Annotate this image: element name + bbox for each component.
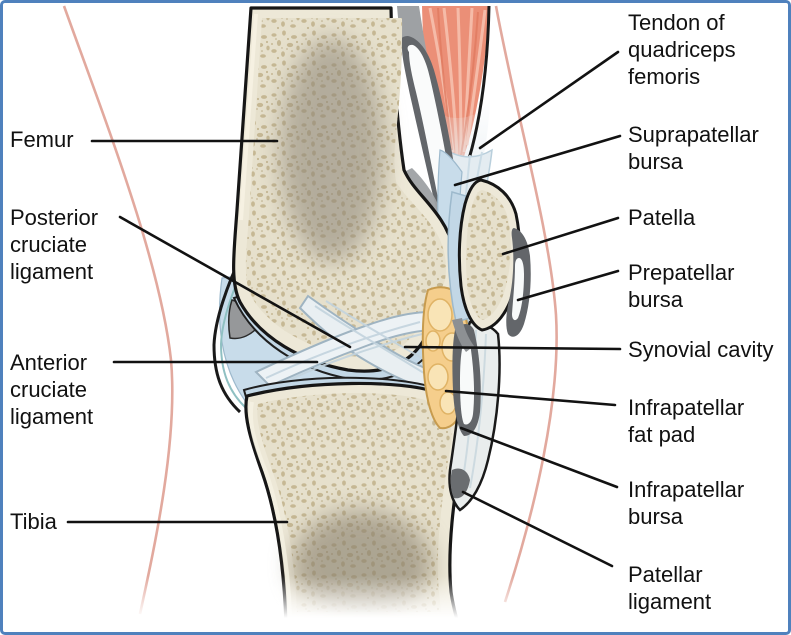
prepatellar-bursa-shape bbox=[506, 228, 531, 337]
leader-suprapatellar-bursa bbox=[453, 134, 622, 187]
leader-patella bbox=[501, 216, 620, 256]
leader-tendon-of-quadriceps-femoris bbox=[478, 50, 620, 150]
leader-posterior-cruciate-ligament bbox=[118, 215, 352, 349]
label-suprapatellar-bursa: Suprapatellar bursa bbox=[628, 122, 759, 174]
infrapatellar-bursa-shape bbox=[450, 324, 481, 499]
femur-marrow-shadow bbox=[280, 38, 384, 262]
skin-outline-right bbox=[494, 5, 558, 603]
label-anterior-cruciate-ligament: Anterior cruciate ligament bbox=[10, 350, 94, 429]
label-patellar-ligament: Patellar ligament bbox=[628, 562, 712, 614]
patella-bone bbox=[447, 178, 522, 352]
leader-synovial-cavity bbox=[403, 345, 622, 351]
label-tibia: Tibia bbox=[10, 509, 57, 534]
leader-prepatellar-bursa bbox=[516, 269, 620, 302]
label-prepatellar-bursa: Prepatellar bursa bbox=[628, 260, 735, 312]
leader-infrapatellar-bursa bbox=[459, 426, 619, 489]
leader-patellar-ligament bbox=[461, 490, 614, 568]
label-infrapatellar-bursa: Infrapatellar bursa bbox=[628, 477, 745, 529]
label-tendon-of-quadriceps-femoris: Tendon of quadriceps femoris bbox=[628, 10, 736, 89]
femur-bone bbox=[232, 6, 457, 373]
synovial-fold bbox=[452, 318, 474, 352]
tibia-bone bbox=[244, 381, 466, 626]
label-synovial-cavity: Synovial cavity bbox=[628, 337, 774, 362]
label-posterior-cruciate-ligament: Posterior cruciate ligament bbox=[10, 205, 99, 284]
skin-outline-left bbox=[62, 5, 174, 615]
fade-out-bottom bbox=[60, 576, 580, 632]
label-femur: Femur bbox=[10, 127, 74, 152]
leader-lines bbox=[66, 50, 622, 568]
label-patella: Patella bbox=[628, 205, 696, 230]
label-infrapatellar-fat-pad: Infrapatellar fat pad bbox=[628, 395, 745, 447]
leader-infrapatellar-fat-pad bbox=[444, 389, 617, 407]
